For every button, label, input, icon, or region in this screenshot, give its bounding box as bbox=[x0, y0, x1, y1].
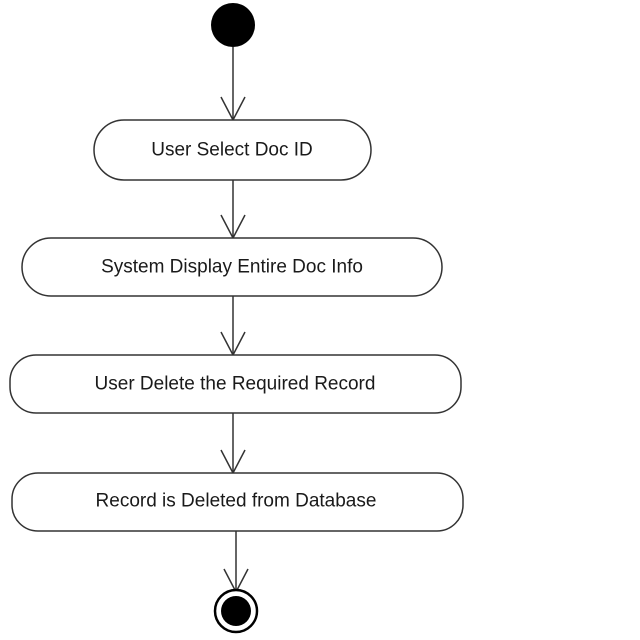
activity-node-3: User Delete the Required Record bbox=[9, 354, 462, 414]
activity-box bbox=[9, 354, 462, 414]
activity-label: Record is Deleted from Database bbox=[96, 491, 377, 512]
activity-label: System Display Entire Doc Info bbox=[101, 257, 363, 278]
activity-box bbox=[21, 237, 443, 297]
flow-edge-start-to-a1 bbox=[220, 47, 246, 122]
flow-edge-a4-to-end bbox=[223, 531, 249, 594]
flow-edge-a2-to-a3 bbox=[220, 296, 246, 357]
activity-node-4: Record is Deleted from Database bbox=[11, 472, 464, 532]
activity-box bbox=[11, 472, 464, 532]
activity-label: User Select Doc ID bbox=[151, 140, 313, 161]
activity-box bbox=[93, 119, 372, 181]
activity-node-1: User Select Doc ID bbox=[93, 119, 372, 181]
flow-edge-a1-to-a2 bbox=[220, 180, 246, 240]
initial-node bbox=[211, 3, 255, 47]
flow-edge-a3-to-a4 bbox=[220, 413, 246, 475]
activity-node-2: System Display Entire Doc Info bbox=[21, 237, 443, 297]
final-node bbox=[213, 588, 259, 634]
activity-label: User Delete the Required Record bbox=[95, 374, 376, 395]
